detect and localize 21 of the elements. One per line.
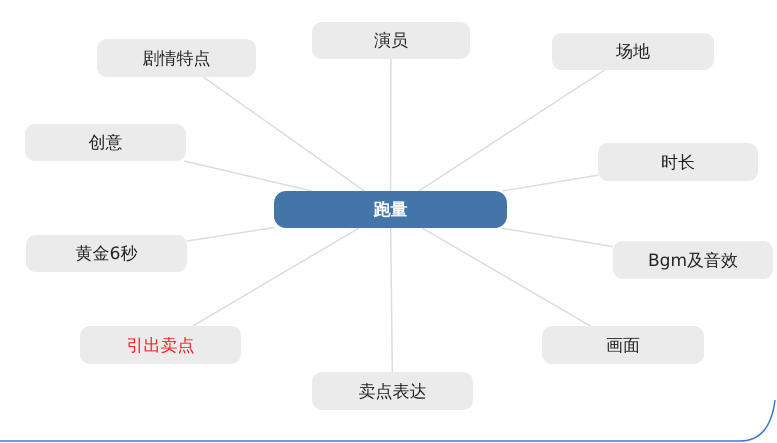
connector-line [184, 160, 312, 192]
topic-box: 卖点表达 [312, 372, 473, 410]
topic-box: 黄金6秒 [26, 235, 187, 272]
connector-line [390, 59, 392, 191]
connector-line [390, 228, 394, 372]
connector-line [192, 227, 360, 327]
connector-line [502, 174, 598, 192]
topic-box: 场地 [552, 33, 714, 70]
connector-line [418, 69, 606, 192]
connector-line [186, 226, 274, 242]
topic-box: 时长 [598, 143, 758, 181]
topic-box: 创意 [25, 124, 186, 161]
topic-box: 演员 [312, 22, 470, 59]
connector-line [202, 76, 365, 192]
connector-line [501, 227, 614, 248]
topic-box: 剧情特点 [97, 39, 256, 77]
connector-line [422, 227, 591, 327]
topic-box: Bgm及音效 [613, 241, 773, 279]
central-topic-box: 跑量 [274, 191, 507, 228]
topic-box: 引出卖点 [80, 326, 241, 364]
topic-box: 画面 [542, 326, 704, 364]
